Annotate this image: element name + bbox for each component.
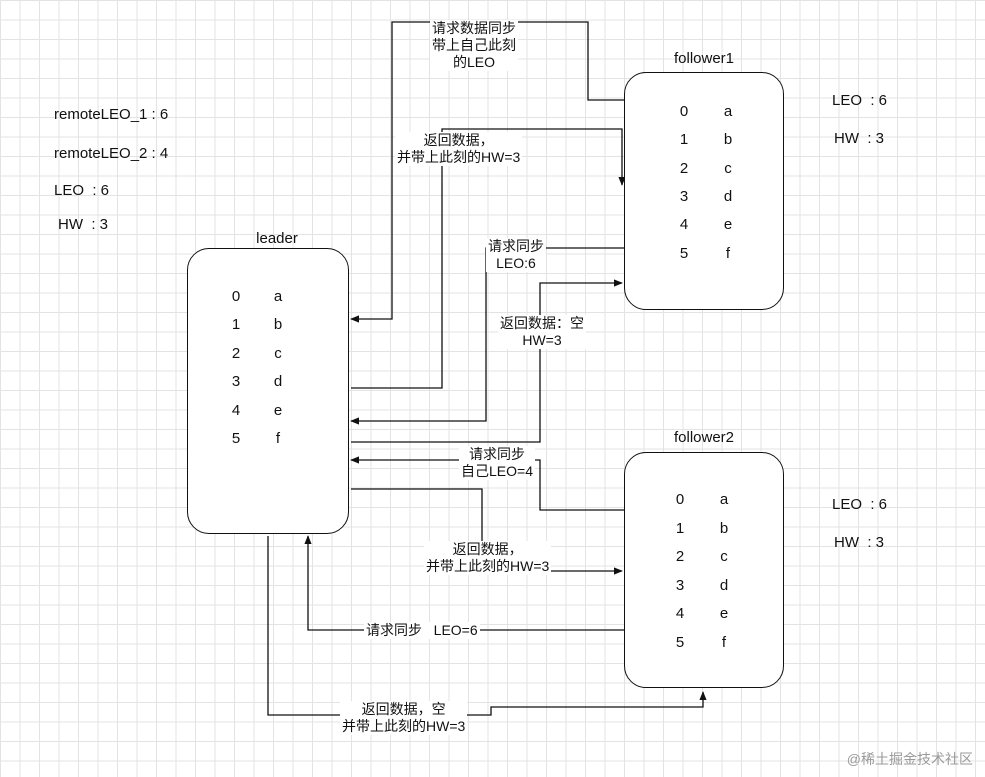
follower2-title: follower2 (673, 429, 735, 446)
leader-leo: LEO : 6 (54, 182, 110, 199)
watermark: @稀土掘金技术社区 (846, 751, 973, 767)
arrow-f1-response-1 (351, 128, 626, 389)
arrow-f2-response-2 (267, 536, 707, 716)
leader-remote-leo-1: remoteLEO_1 : 6 (54, 106, 169, 123)
label-f1-request-2: 请求同步 LEO:6 (486, 238, 546, 272)
label-f2-response-1: 返回数据， 并带上此刻的HW=3 (424, 541, 552, 575)
leader-title: leader (256, 230, 298, 247)
follower2-leo: LEO : 6 (832, 496, 888, 513)
arrow-f2-request-2 (304, 535, 624, 631)
arrow-f2-request-1 (350, 456, 624, 511)
label-f2-request-1: 请求同步 自己LEO=4 (459, 446, 535, 480)
leader-remote-leo-2: remoteLEO_2 : 4 (54, 145, 169, 162)
arrow-f1-response-2 (351, 279, 623, 443)
label-f1-response-2: 返回数据：空 HW=3 (498, 315, 586, 349)
label-f2-request-2: 请求同步 LEO=6 (364, 622, 480, 639)
arrow-f2-response-1 (351, 488, 623, 575)
follower1-hw: HW : 3 (834, 130, 885, 147)
follower1-leo: LEO : 6 (832, 92, 888, 109)
leader-hw: HW : 3 (58, 216, 109, 233)
follower2-hw: HW : 3 (834, 534, 885, 551)
label-f1-request-1: 请求数据同步 带上自己此刻 的LEO (430, 20, 518, 71)
arrow-f1-request-2 (350, 247, 624, 425)
follower1-title: follower1 (673, 50, 735, 67)
label-f1-response-1: 返回数据， 并带上此刻的HW=3 (395, 132, 523, 166)
label-f2-response-2: 返回数据，空 并带上此刻的HW=3 (340, 701, 468, 735)
